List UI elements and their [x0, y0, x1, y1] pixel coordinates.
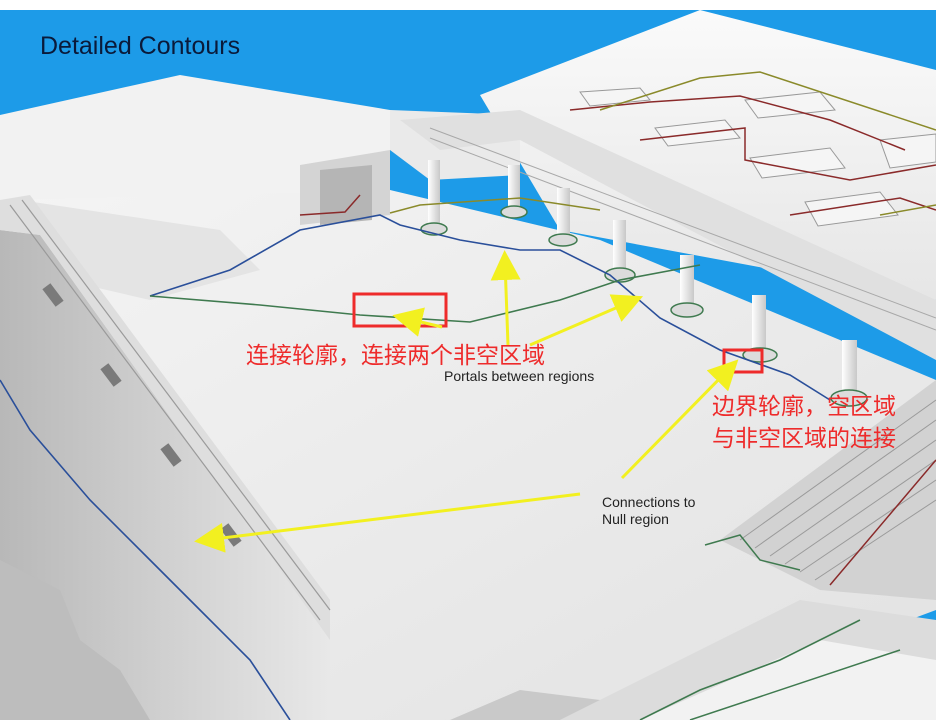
portals-label: Portals between regions [444, 368, 594, 385]
slide-title: Detailed Contours [40, 32, 240, 61]
boundary-contour-label-line1: 边界轮廓，空区域 [712, 392, 896, 423]
boundary-contour-label-line2: 与非空区域的连接 [712, 424, 896, 455]
null-region-label-line2: Null region [602, 511, 669, 528]
null-region-label-line1: Connections to [602, 494, 695, 511]
